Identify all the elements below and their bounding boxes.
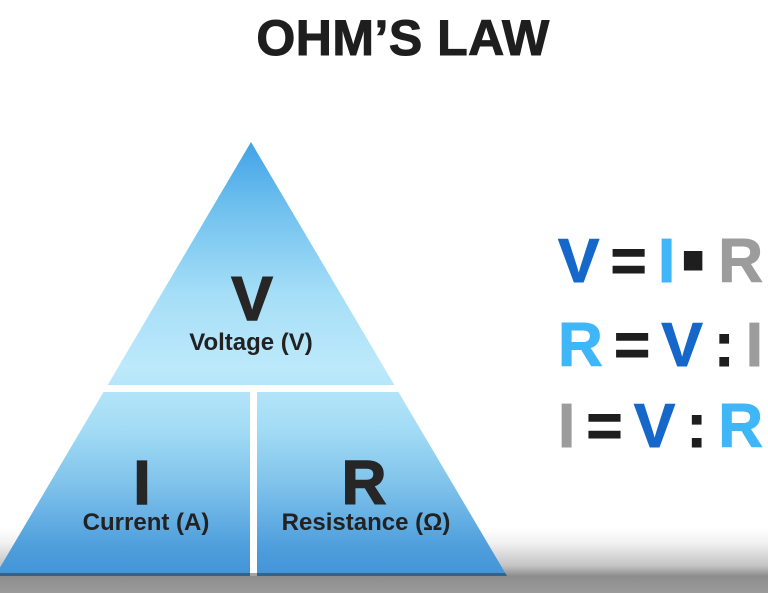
formula-token: = [613, 311, 651, 380]
formula-token: = [586, 392, 623, 461]
formula-token: = [610, 227, 647, 296]
resistance-symbol: R [341, 449, 387, 518]
triangle-divider-horizontal [0, 385, 507, 392]
formula-token: I [657, 227, 676, 296]
formula-token: R [718, 392, 764, 461]
formula-token: V [557, 227, 600, 296]
page-title: OHM’S LAW [256, 10, 550, 66]
voltage-label: Voltage (V) [189, 329, 313, 356]
formula-token: I [557, 392, 576, 461]
formula-v-equals-i-times-r: V = I · R [557, 201, 764, 321]
formula-token: R [558, 311, 604, 380]
formula-token: V [661, 311, 703, 380]
resistance-label: Resistance (Ω) [281, 509, 451, 536]
triangle-base-shadow [0, 573, 507, 576]
formula-token: I [745, 311, 763, 380]
formula-token: R [718, 227, 764, 296]
current-label: Current (A) [82, 509, 210, 536]
formula-token: : [713, 311, 735, 380]
formula-token: · [676, 195, 717, 327]
formula-r-equals-v-over-i: R = V : I [558, 311, 764, 380]
current-symbol: I [133, 449, 152, 518]
ohms-triangle: V Voltage (V) I Current (A) R Resistance… [0, 142, 507, 576]
formula-token: : [686, 392, 708, 461]
voltage-symbol: V [231, 265, 274, 334]
triangle-divider-vertical [250, 392, 257, 576]
formula-i-equals-v-over-r: I = V : R [557, 392, 764, 461]
formula-token: V [633, 392, 676, 461]
